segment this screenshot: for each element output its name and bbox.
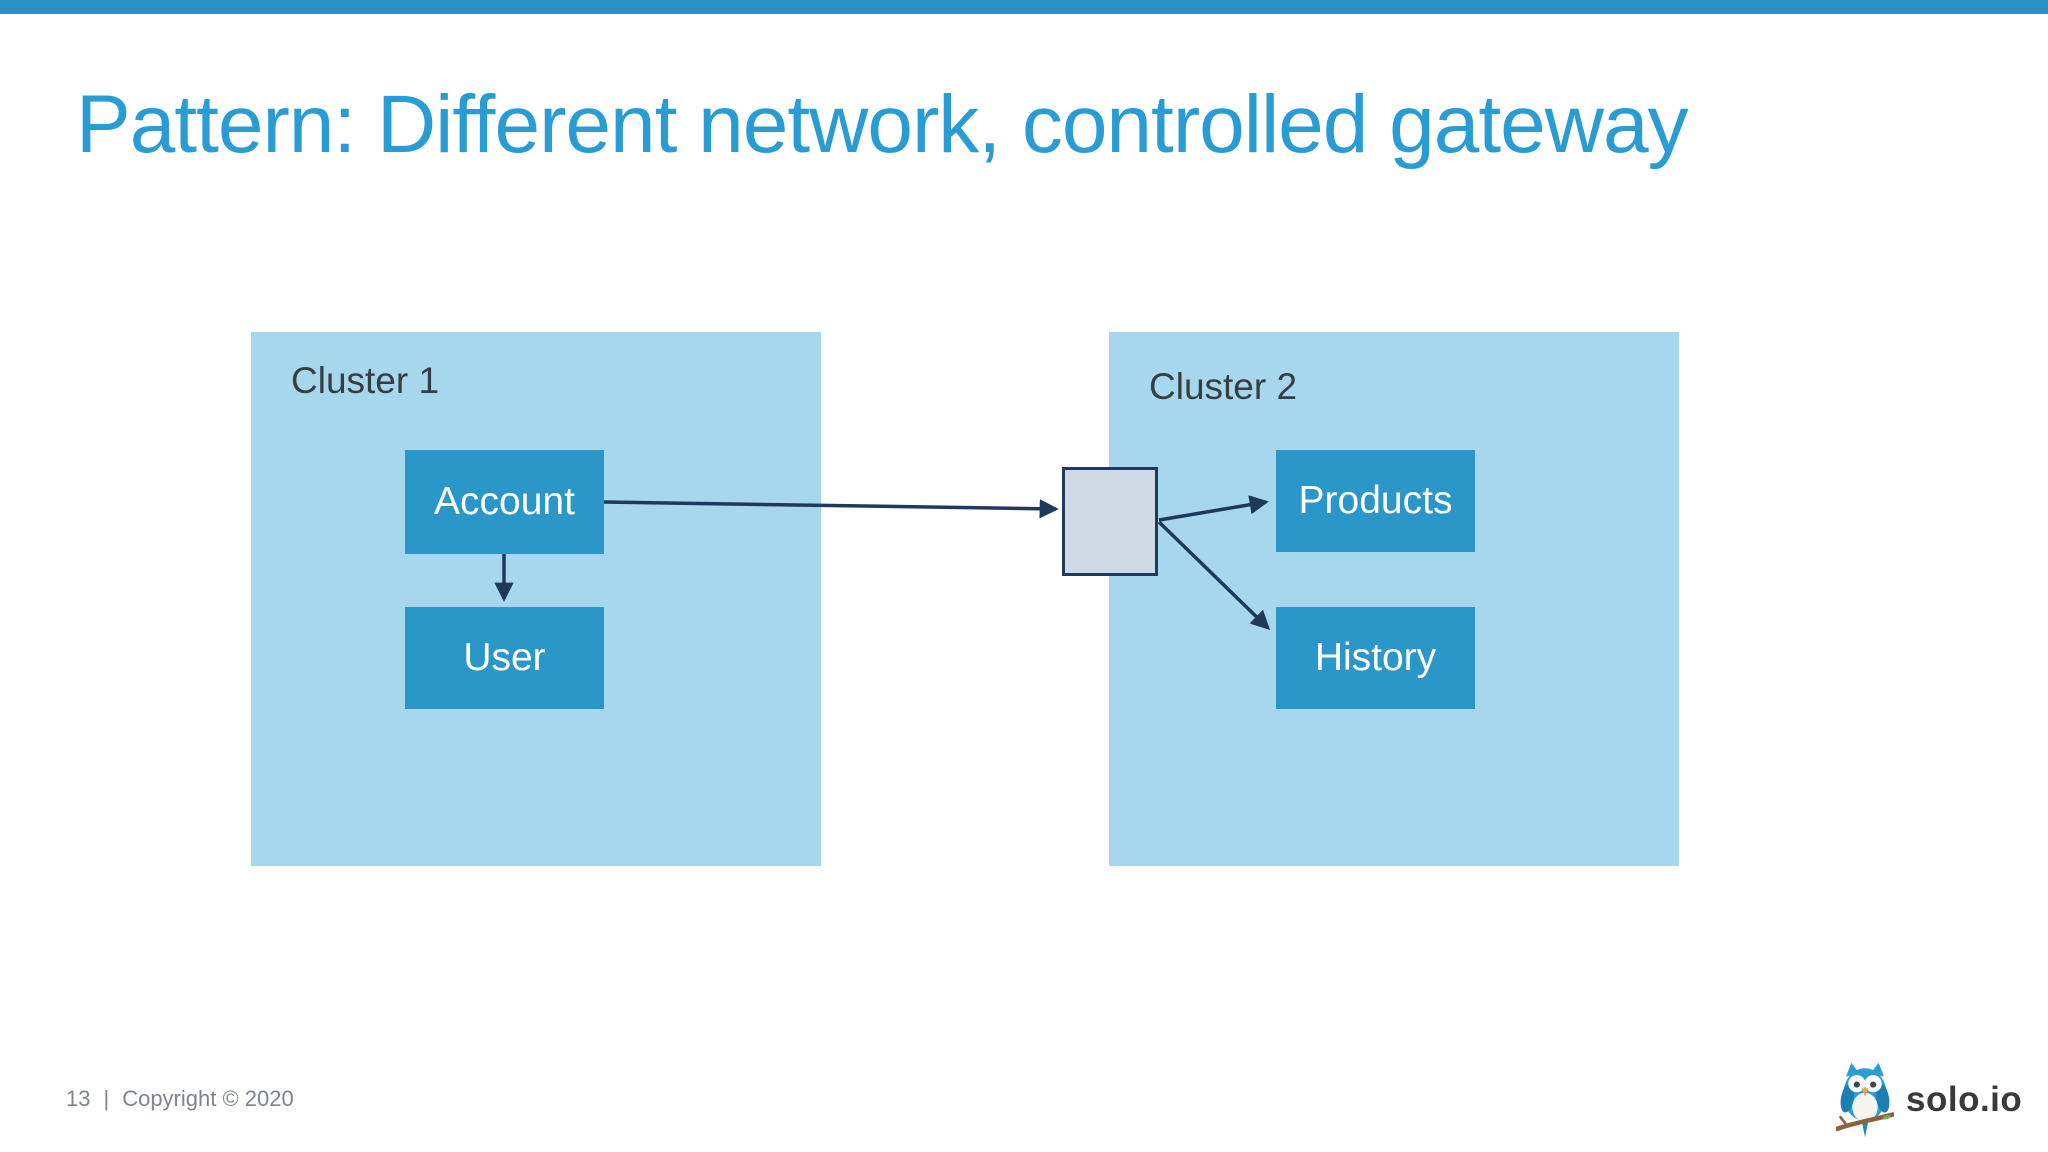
service-node-products: Products bbox=[1276, 450, 1475, 552]
service-node-user: User bbox=[405, 607, 604, 709]
service-node-account: Account bbox=[405, 450, 604, 554]
slide-footer: 13 | Copyright © 2020 bbox=[66, 1086, 294, 1112]
cluster-1-label: Cluster 1 bbox=[291, 360, 440, 401]
page-number: 13 bbox=[66, 1086, 91, 1111]
cluster-1-box: Cluster 1 bbox=[251, 332, 821, 866]
logo-text: solo.io bbox=[1906, 1080, 2023, 1119]
service-node-history: History bbox=[1276, 607, 1475, 709]
slide-title: Pattern: Different network, controlled g… bbox=[76, 79, 1689, 170]
cluster-2-label: Cluster 2 bbox=[1149, 366, 1298, 407]
cluster-2-box: Cluster 2 bbox=[1109, 332, 1679, 866]
copyright-text: Copyright © 2020 bbox=[122, 1086, 294, 1111]
owl-mascot-icon bbox=[1836, 1062, 1894, 1138]
gateway-box bbox=[1062, 467, 1158, 576]
solo-io-logo: solo.io bbox=[1836, 1060, 2022, 1140]
top-accent-bar bbox=[0, 0, 2048, 14]
footer-separator: | bbox=[103, 1086, 110, 1111]
